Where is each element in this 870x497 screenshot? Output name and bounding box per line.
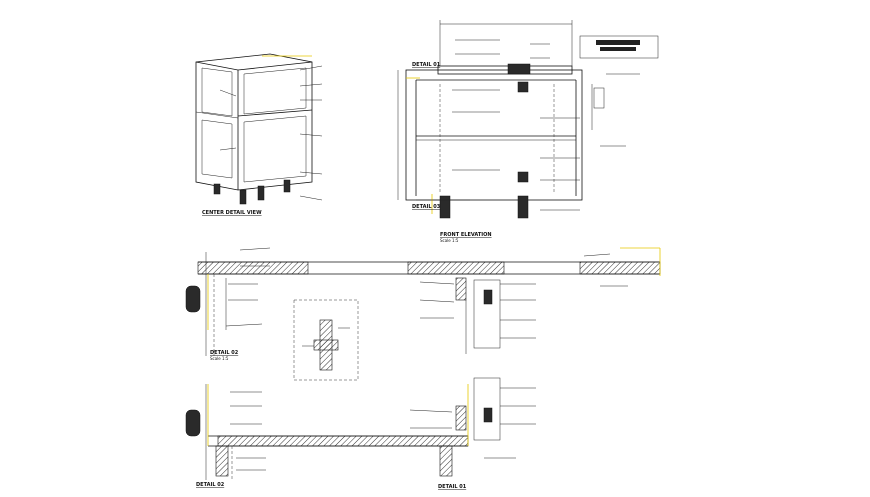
section-bottom-leaders xyxy=(230,387,536,471)
inset-detail xyxy=(293,299,359,381)
detail-tag-a: DETAIL 01 xyxy=(412,62,441,68)
title-block xyxy=(579,35,659,59)
front-elevation-scale: Scale 1:5 xyxy=(440,238,459,243)
cabinet-isometric-leaders xyxy=(219,65,323,201)
detail-tag-b: DETAIL 02 xyxy=(210,350,239,356)
front-elevation-title: FRONT ELEVATION xyxy=(440,232,492,238)
section-middle-leaders xyxy=(225,247,628,339)
detail-tag-c: DETAIL 03 xyxy=(412,204,441,210)
front-elevation-leaders xyxy=(452,39,640,211)
section-bottom xyxy=(185,377,501,480)
detail-tag-bottom-left: DETAIL 02 xyxy=(196,482,225,488)
cabinet-isometric xyxy=(195,53,313,205)
detail-tag-bottom-center: DETAIL 01 xyxy=(438,484,467,490)
front-elevation xyxy=(397,20,605,219)
center-view-title: CENTER DETAIL VIEW xyxy=(202,210,262,216)
detail-b-scale: Scale 1:5 xyxy=(210,356,229,361)
section-middle xyxy=(185,247,661,356)
